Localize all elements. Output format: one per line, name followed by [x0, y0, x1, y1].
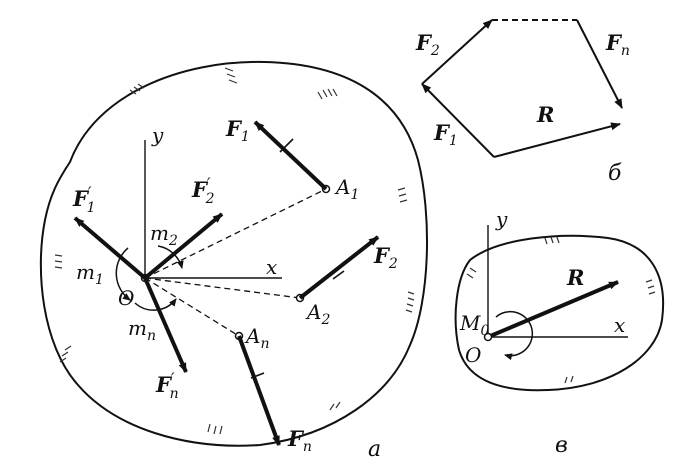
force-f1-prime-vector — [73, 216, 147, 280]
label-fn: Fn — [287, 426, 312, 455]
label-an: An — [244, 324, 269, 352]
label-poly-f2: F2 — [415, 30, 440, 59]
label-f1-prime: F′1 — [72, 183, 95, 216]
body-c-hatching — [466, 236, 656, 384]
body-a-outline — [39, 60, 429, 447]
force-ticks — [250, 138, 345, 379]
label-a2: A2 — [305, 300, 330, 328]
force-fn-vector — [237, 335, 281, 446]
label-origin-c: O — [465, 343, 481, 367]
axis-x-label-c: x — [614, 313, 625, 337]
moment-m0-arc — [495, 310, 534, 361]
dashed-connectors-a — [144, 188, 327, 337]
body-c-outline — [454, 234, 664, 392]
moment-m1-arc — [115, 247, 131, 301]
axis-x-label-a: x — [266, 255, 277, 279]
force-f2-prime-vector — [143, 212, 224, 280]
label-mn: mn — [128, 316, 156, 344]
caption-c: в — [555, 433, 568, 458]
axis-y-label-a: y — [151, 123, 164, 147]
moment-mn-arc — [134, 298, 177, 311]
label-m2: m2 — [150, 221, 178, 249]
origin-point-c — [483, 332, 493, 342]
label-a1: A1 — [334, 175, 359, 203]
body-a-hatching — [54, 67, 415, 435]
moment-m2-arc — [157, 245, 184, 269]
label-m0: M0 — [459, 311, 489, 339]
force-f1-vector — [253, 120, 328, 191]
label-r-c: R — [566, 265, 584, 290]
label-poly-r: R — [536, 102, 554, 127]
label-f1: F1 — [225, 116, 250, 145]
label-fn-prime: F′n — [155, 369, 179, 402]
polygon-side-fn — [576, 19, 623, 109]
polygon-side-f2 — [421, 19, 493, 85]
label-poly-f1: F1 — [433, 120, 458, 149]
polygon-resultant-r — [493, 122, 621, 158]
polygon-side-f1 — [421, 83, 495, 158]
label-f2: F2 — [373, 243, 398, 272]
label-m1: m1 — [76, 260, 104, 288]
caption-b: б — [608, 161, 622, 186]
caption-a: a — [368, 437, 381, 462]
panel-a: y x A1 A2 An O — [39, 60, 429, 462]
resultant-r-vector — [487, 280, 619, 339]
axis-y-label-c: y — [495, 207, 508, 231]
label-origin-a: O — [118, 286, 134, 310]
force-f2-vector — [298, 235, 380, 300]
force-fn-prime-vector — [143, 277, 188, 373]
label-f2-prime: F′2 — [191, 174, 215, 207]
label-poly-fn: Fn — [605, 30, 630, 59]
panel-c: y x O R M0 в — [454, 207, 664, 458]
panel-b: F2 Fn F1 R б — [415, 19, 630, 186]
